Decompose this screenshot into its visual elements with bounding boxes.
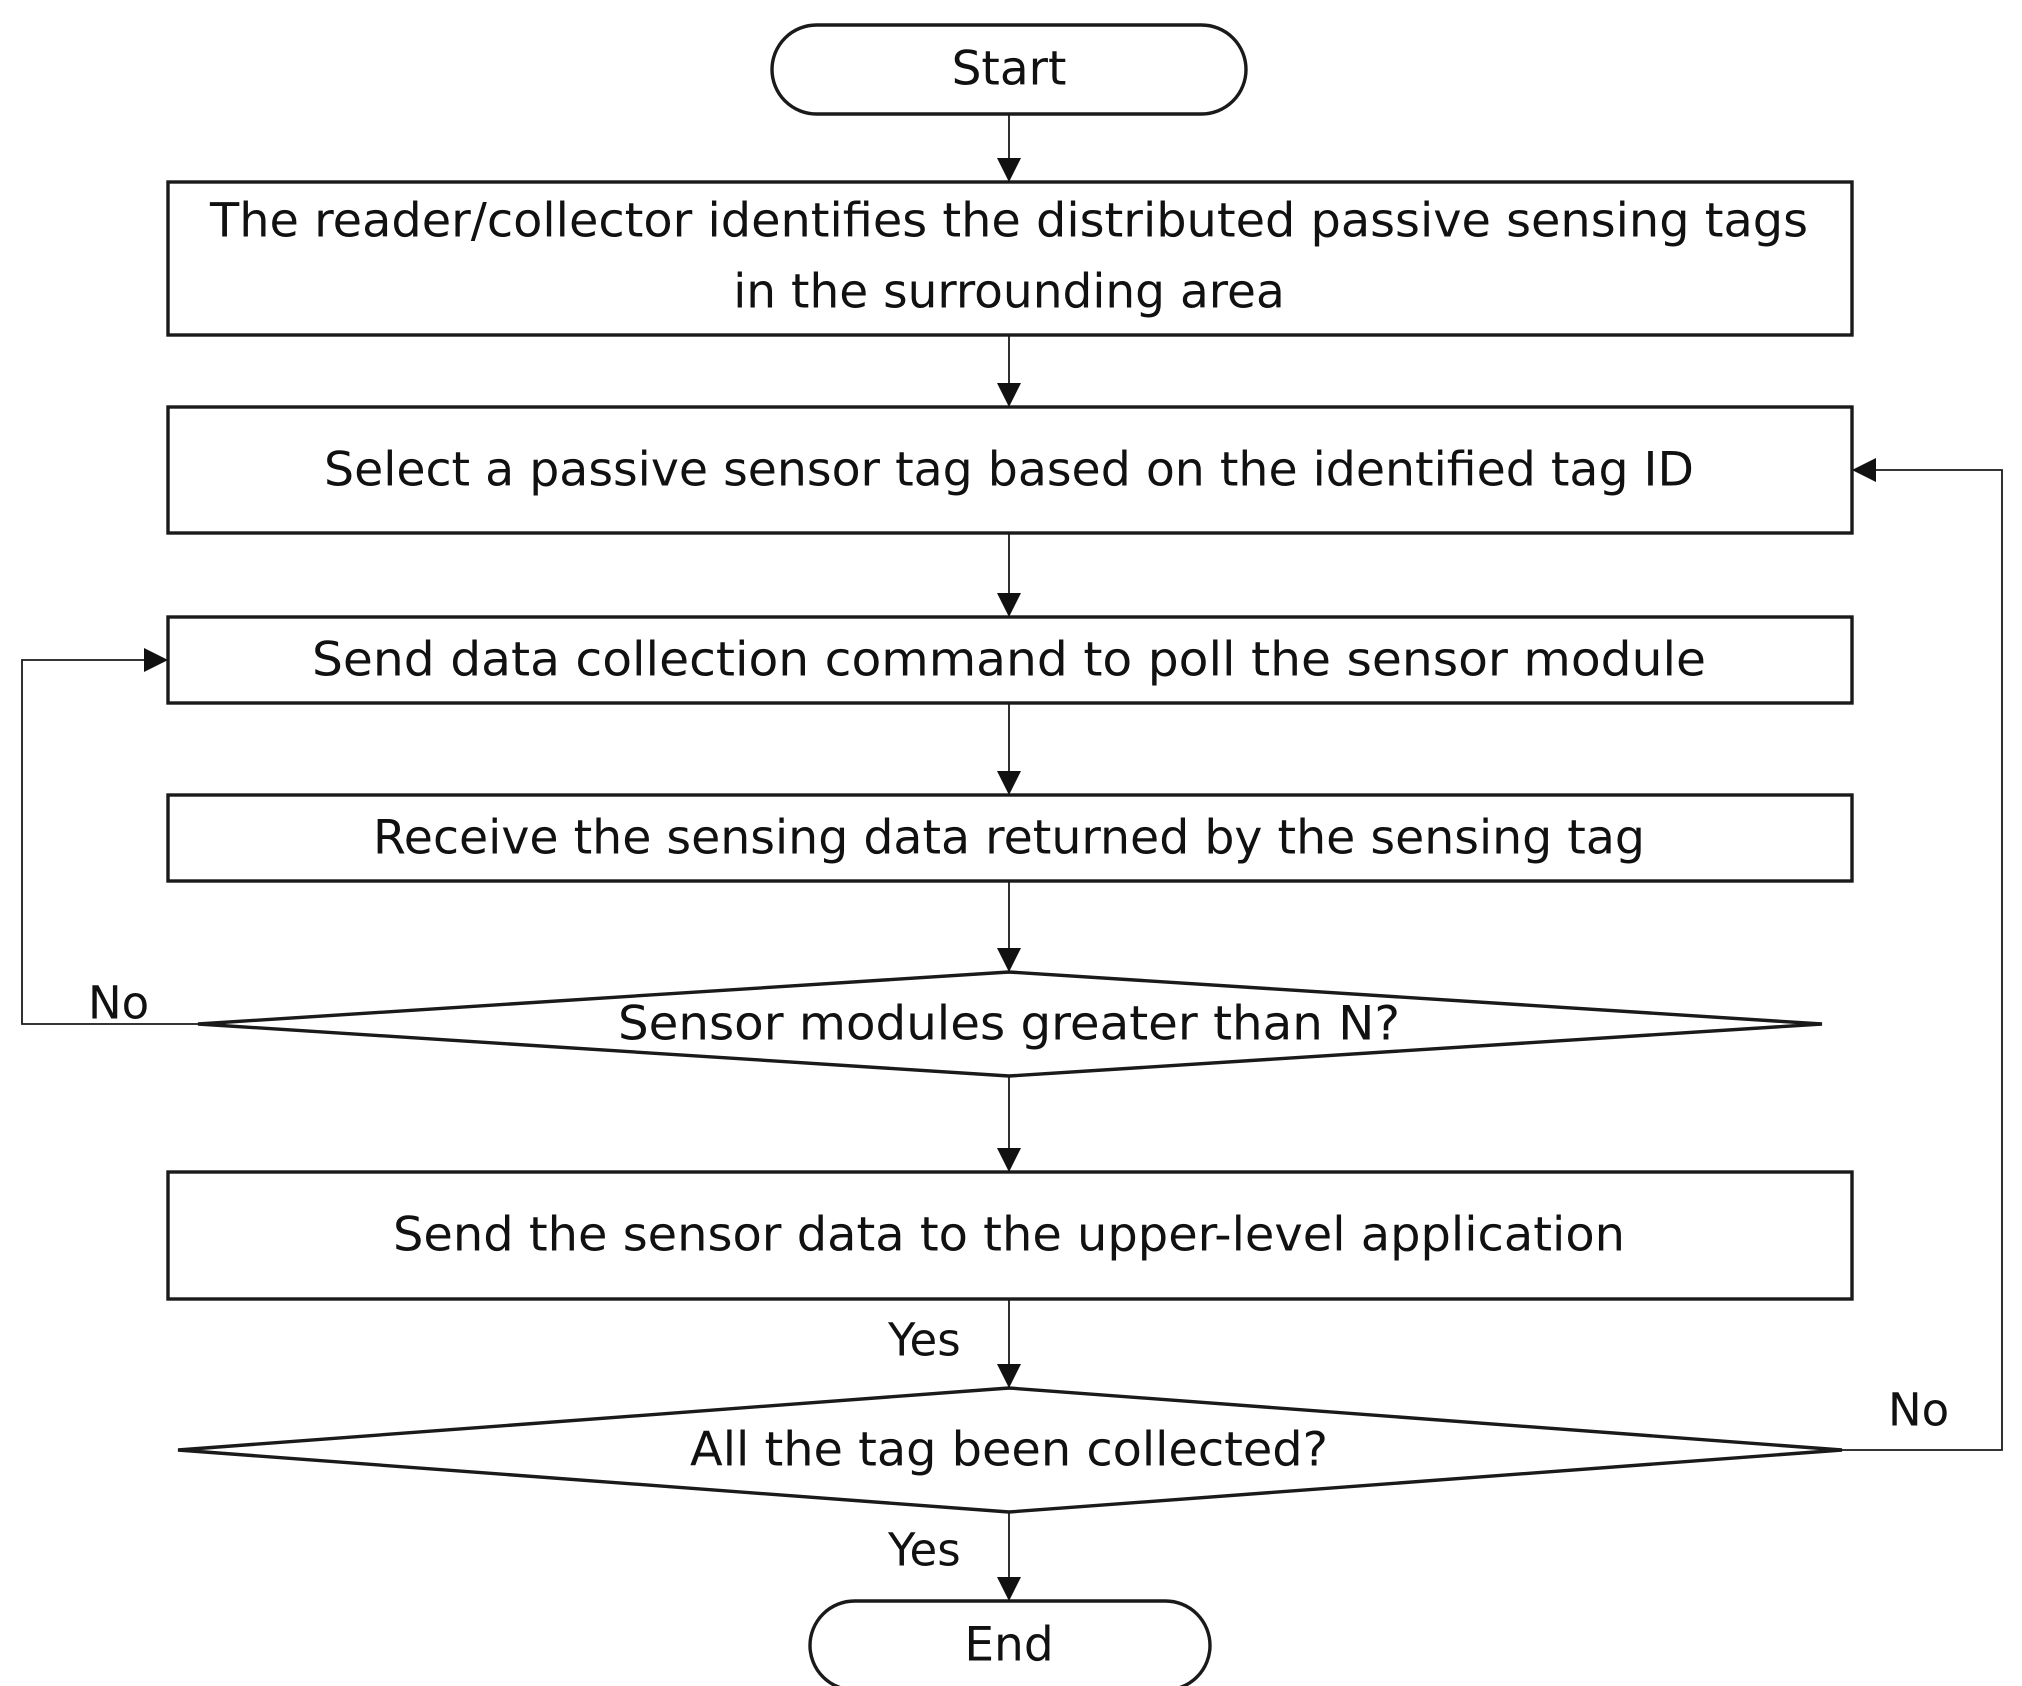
- start-label: Start: [952, 42, 1067, 97]
- select-tag-text: Select a passive sensor tag based on the…: [324, 443, 1694, 498]
- sensor-modules-decision-text: Sensor modules greater than N?: [618, 997, 1400, 1052]
- yes-label-after-send: Yes: [887, 1314, 961, 1367]
- end-terminal: [808, 1599, 1212, 1686]
- receive-data-text: Receive the sensing data returned by the…: [373, 811, 1645, 866]
- arrow-identify-to-select: [997, 335, 1021, 407]
- loop-arrow-no-modules: [21, 648, 198, 1025]
- arrow-receive-to-decision: [997, 881, 1021, 972]
- identify-tags-text-line2: in the surrounding area: [733, 265, 1285, 320]
- arrow-start-to-identify: [997, 114, 1021, 182]
- arrow-decision-to-send-data: [997, 1076, 1021, 1172]
- send-command-text: Send data collection command to poll the…: [312, 633, 1706, 688]
- receive-data-box: [166, 793, 1854, 883]
- send-data-box: [166, 1170, 1854, 1301]
- identify-tags-box: [166, 180, 1854, 337]
- send-command-box: [166, 615, 1854, 705]
- send-data-text: Send the sensor data to the upper-level …: [393, 1208, 1625, 1263]
- end-label: End: [964, 1618, 1053, 1673]
- identify-tags-text-line1: The reader/collector identifies the dist…: [209, 194, 1808, 249]
- arrow-select-to-command: [997, 533, 1021, 617]
- arrow-command-to-receive: [997, 703, 1021, 795]
- select-tag-box: [166, 405, 1854, 535]
- arrow-send-data-to-all-tags: [997, 1299, 1021, 1388]
- no-label-modules: No: [88, 977, 149, 1030]
- no-label-all-tags: No: [1888, 1384, 1949, 1437]
- all-tags-decision-text: All the tag been collected?: [690, 1423, 1328, 1478]
- yes-label-all-tags: Yes: [887, 1524, 961, 1577]
- arrow-all-tags-to-end: [997, 1512, 1021, 1601]
- loop-arrow-no-all-tags: [1842, 458, 2003, 1451]
